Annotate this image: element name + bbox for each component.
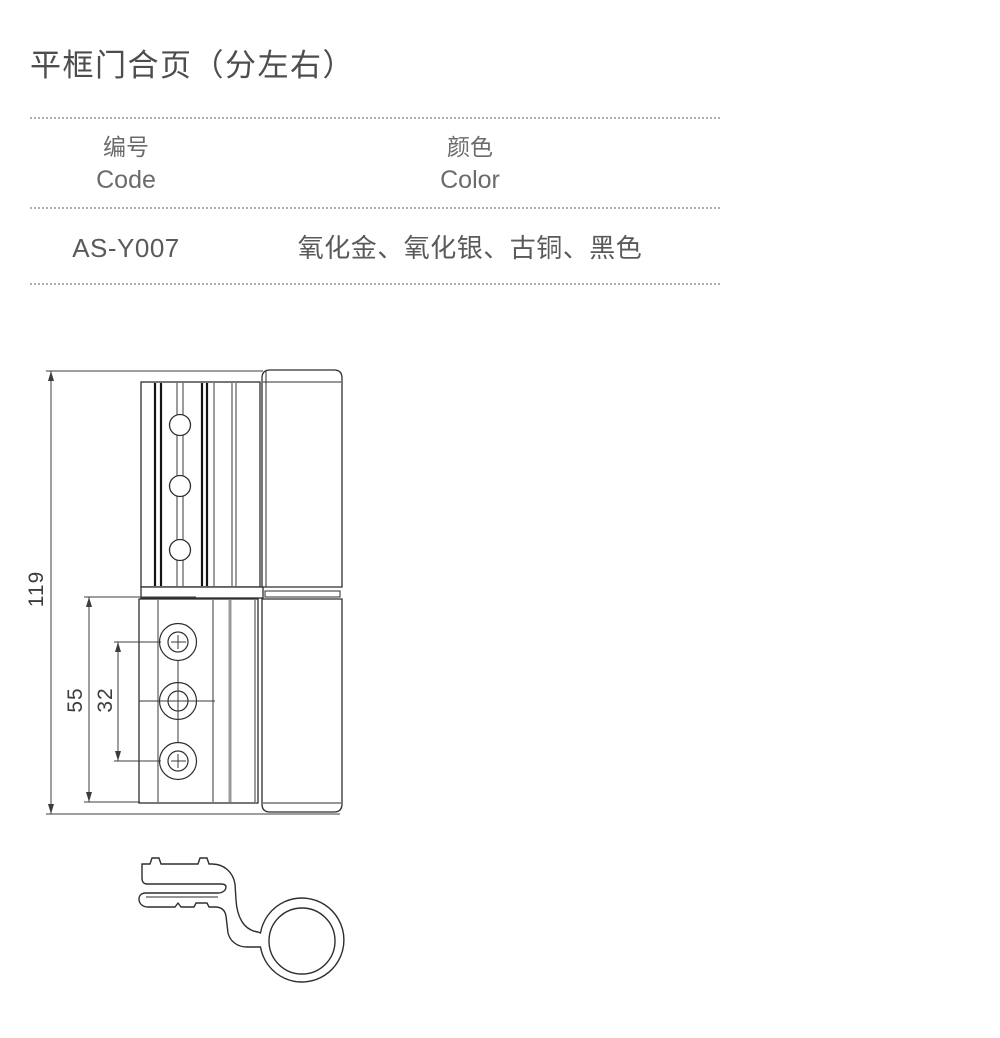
hinge-front-view-lower-leaf	[138, 598, 343, 813]
page-title: 平框门合页（分左右）	[30, 48, 355, 83]
dimension-label-55: 55	[64, 687, 87, 712]
dotted-divider-top	[30, 117, 720, 119]
hinge-profile-section-view	[138, 857, 345, 983]
dimension-leaf-height	[84, 596, 196, 803]
column-header-color-en: Color	[440, 166, 500, 194]
table-cell-colors: 氧化金、氧化银、古铜、黑色	[297, 233, 643, 263]
column-header-code-zh: 编号	[103, 134, 149, 160]
dotted-divider-bottom	[30, 283, 720, 285]
dotted-divider-middle	[30, 207, 720, 209]
table-cell-code: AS-Y007	[72, 233, 180, 263]
column-header-color: 颜色 Color	[250, 131, 690, 197]
column-header-code-en: Code	[96, 166, 156, 194]
profile-knuckle-ring-bore	[268, 907, 336, 975]
dimension-label-32: 32	[94, 687, 117, 712]
dimension-hole-spacing	[114, 641, 161, 762]
dimension-total-height	[46, 370, 340, 815]
dimension-label-119: 119	[25, 571, 48, 607]
hinge-front-view-upper-leaf	[140, 369, 343, 599]
column-header-color-zh: 颜色	[447, 134, 493, 160]
column-header-code: 编号 Code	[30, 131, 222, 197]
